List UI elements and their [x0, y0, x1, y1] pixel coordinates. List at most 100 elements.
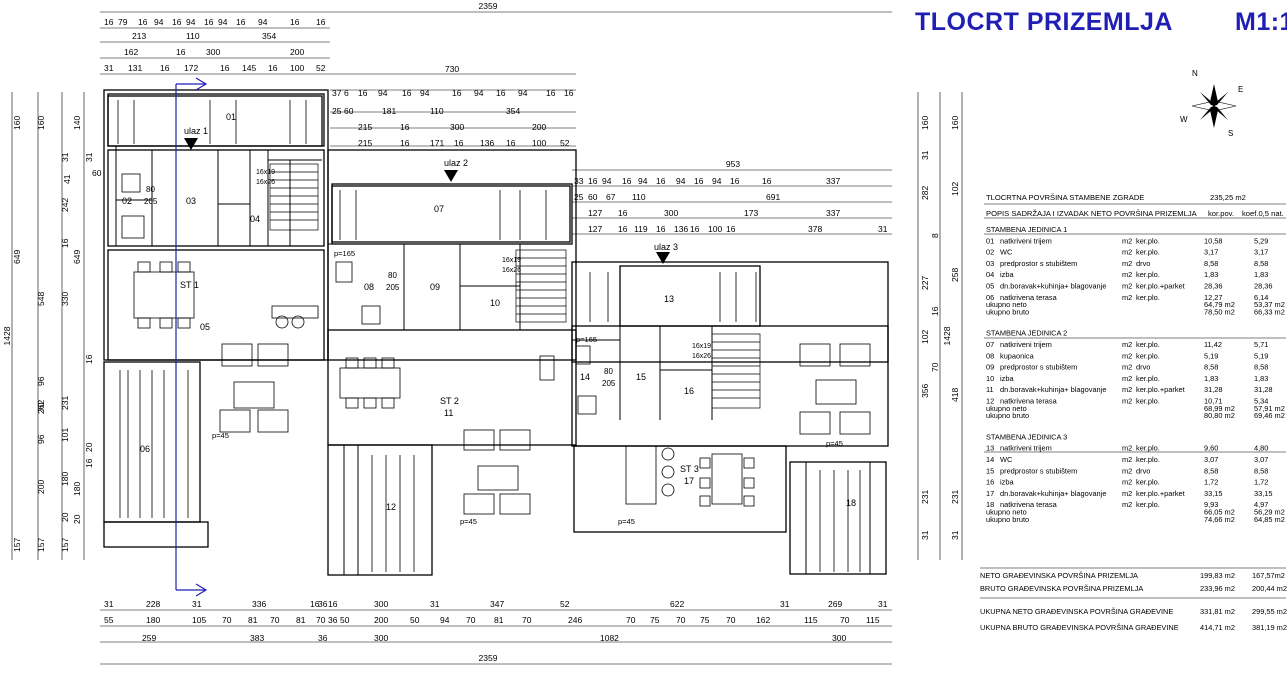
- dim-right-top: 953: [726, 159, 740, 169]
- dim: 70: [930, 362, 940, 372]
- dim: 31: [920, 150, 930, 160]
- dim: 75: [700, 615, 710, 625]
- bottom-dims-row3: 259 383 36 300 1082 300: [142, 633, 846, 643]
- dim: 16: [84, 458, 94, 468]
- dim: 94: [378, 88, 388, 98]
- p-tag: p=45: [618, 517, 635, 526]
- stair-size: 16x19: [692, 343, 711, 350]
- dim: 16: [506, 138, 516, 148]
- entrance-label: ulaz 2: [444, 158, 468, 168]
- plan-dim: 80: [604, 367, 613, 376]
- dim: 41: [62, 174, 72, 184]
- dim: 181: [382, 106, 396, 116]
- dim: 215: [358, 122, 372, 132]
- dim: 110: [632, 192, 646, 202]
- dim: 180: [72, 482, 82, 496]
- dim: 94: [440, 615, 450, 625]
- dim: 337: [826, 208, 840, 218]
- room-number: 05: [200, 322, 210, 332]
- dim: 60: [92, 168, 102, 178]
- dim: 356: [920, 384, 930, 398]
- dim: 94: [638, 176, 648, 186]
- plan-dim: 205: [602, 379, 616, 388]
- dim: 102: [950, 182, 960, 196]
- dim-overall-top: 2359: [479, 1, 498, 11]
- right-dims-row1: 33 16 94 16 94 16 94 16 94 16 16 337: [574, 176, 840, 186]
- dim: 180: [146, 615, 160, 625]
- dim: 160: [950, 116, 960, 130]
- dim: 200: [532, 122, 546, 132]
- dim: 115: [804, 615, 818, 625]
- dim: 16: [618, 224, 628, 234]
- p-tag: p=45: [460, 517, 477, 526]
- dim: 79: [118, 17, 128, 27]
- dim: 16: [268, 63, 278, 73]
- dim: 31: [920, 530, 930, 540]
- mid-dims-row2: 25 60 181 110 354: [332, 106, 520, 116]
- dim: 81: [248, 615, 258, 625]
- dim: 16: [656, 176, 666, 186]
- stair-size: 16x26: [692, 353, 711, 360]
- dim: 378: [808, 224, 822, 234]
- dim: 16: [564, 88, 574, 98]
- dim: 94: [676, 176, 686, 186]
- compass-rose-icon: [1191, 84, 1237, 128]
- dim: 127: [588, 224, 602, 234]
- dim: 20: [60, 512, 70, 522]
- furniture: [121, 173, 871, 515]
- dim: 70: [36, 402, 46, 412]
- dim: 31: [192, 599, 202, 609]
- dim: 70: [466, 615, 476, 625]
- mid-dims-row3: 215 16 300 200: [358, 122, 546, 132]
- dim: 16: [160, 63, 170, 73]
- dim: 347: [490, 599, 504, 609]
- mid-dims-row1: 37 6 16 94 16 94 16 94 16 94 16 16: [332, 88, 574, 98]
- dim: 145: [242, 63, 256, 73]
- dim: 16: [138, 17, 148, 27]
- dim: 691: [766, 192, 780, 202]
- stair-size: 16x19: [256, 169, 275, 176]
- dim: 70: [626, 615, 636, 625]
- dim: 81: [494, 615, 504, 625]
- scale-text: M1:100: [1235, 8, 1287, 36]
- room-number: 06: [140, 444, 150, 454]
- right-dims-row4: 127 16 119 16 136 16 100 16 378 31: [588, 224, 888, 234]
- dim: 16: [454, 138, 464, 148]
- dim: 228: [146, 599, 160, 609]
- dim: 336: [252, 599, 266, 609]
- dim: 110: [186, 31, 200, 41]
- plan-labels: ulaz 1 ulaz 2 ulaz 3 ST 1 ST 2 ST 3 01 0…: [122, 112, 856, 526]
- dim: 119: [634, 224, 648, 234]
- dim: 200: [36, 480, 46, 494]
- compass-letters: N E S W: [1180, 69, 1243, 138]
- dim: 140: [72, 116, 82, 130]
- dim: 242: [60, 198, 70, 212]
- dim: 180: [60, 472, 70, 486]
- room-number: 08: [364, 282, 374, 292]
- room-number: 12: [386, 502, 396, 512]
- dim: 60: [588, 192, 598, 202]
- dim: 96: [36, 434, 46, 444]
- dim: 383: [250, 633, 264, 643]
- compass-s: S: [1228, 129, 1233, 138]
- dim: 259: [142, 633, 156, 643]
- walls: [103, 89, 889, 576]
- dim: 70: [222, 615, 232, 625]
- dim: 6: [344, 88, 349, 98]
- dim: 8: [930, 233, 940, 238]
- dimension-lines: [11, 11, 963, 665]
- entrance-label: ulaz 1: [184, 126, 208, 136]
- dim: 16: [104, 17, 114, 27]
- dim: 16: [400, 122, 410, 132]
- dim: 162: [756, 615, 770, 625]
- dim: 172: [184, 63, 198, 73]
- dim: 37: [332, 88, 342, 98]
- dim: 173: [744, 208, 758, 218]
- right-dims-row3: 127 16 300 173 337: [588, 208, 840, 218]
- room-number: 09: [430, 282, 440, 292]
- dim: 330: [60, 292, 70, 306]
- unit-label: ST 3: [680, 464, 699, 474]
- dim: 16: [694, 176, 704, 186]
- compass-e: E: [1238, 85, 1243, 94]
